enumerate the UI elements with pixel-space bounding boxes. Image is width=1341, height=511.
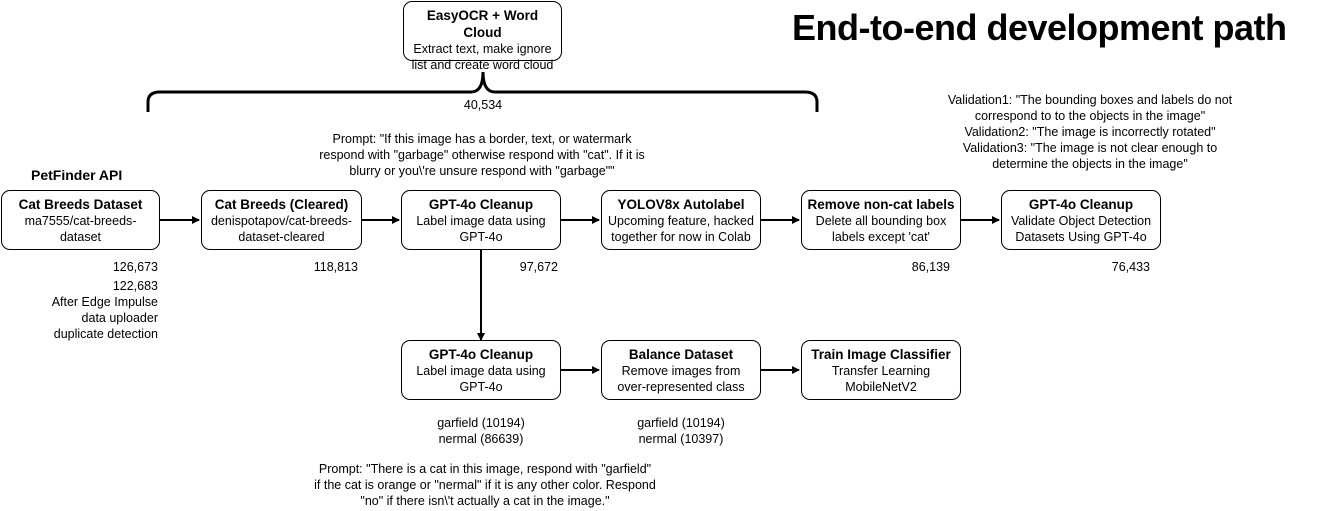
class-counts-gpt-cleanup: garfield (10194) nermal (86639)	[437, 416, 525, 446]
box-title: Cat Breeds Dataset	[18, 197, 143, 212]
easyocr-word-cloud-box: EasyOCR + Word Cloud Extract text, make …	[403, 1, 562, 72]
box-title: YOLOV8x Autolabel	[617, 197, 745, 212]
box-text: Transfer Learning MobileNetV2	[831, 364, 931, 394]
gpt-cleanup-classify-box: GPT-4o Cleanup Label image data using GP…	[401, 340, 561, 400]
count-cat-breeds-edge: 122,683	[112, 279, 158, 293]
gpt-cleanup-validate-box: GPT-4o Cleanup Validate Object Detection…	[1001, 190, 1161, 250]
remove-non-cat-labels-box: Remove non-cat labels Delete all boundin…	[801, 190, 961, 250]
balance-dataset-box: Balance Dataset Remove images from over-…	[601, 340, 761, 400]
cat-breeds-cleared-box: Cat Breeds (Cleared) denispotapov/cat-br…	[201, 190, 362, 250]
box-title: GPT-4o Cleanup	[428, 347, 534, 362]
count-cleared: 118,813	[313, 260, 358, 274]
box-text: Extract text, make ignore list and creat…	[411, 42, 554, 72]
box-title: GPT-4o Cleanup	[1028, 197, 1134, 212]
box-text: ma7555/cat-breeds-dataset	[24, 214, 137, 244]
gpt-cleanup-label-box: GPT-4o Cleanup Label image data using GP…	[401, 190, 561, 250]
box-text: denispotapov/cat-breeds-dataset-cleared	[210, 214, 353, 244]
yolov8x-autolabel-box: YOLOV8x Autolabel Upcoming feature, hack…	[601, 190, 761, 250]
box-title: Train Image Classifier	[811, 347, 951, 362]
box-text: Delete all bounding box labels except 'c…	[815, 214, 947, 244]
validation-notes: Validation1: "The bounding boxes and lab…	[947, 93, 1233, 171]
box-text: Validate Object Detection Datasets Using…	[1010, 214, 1152, 244]
box-text: Label image data using GPT-4o	[416, 364, 546, 394]
box-title: EasyOCR + Word Cloud	[426, 8, 539, 40]
count-remove-non-cat: 86,139	[911, 260, 950, 274]
box-title: Balance Dataset	[628, 347, 734, 362]
train-image-classifier-box: Train Image Classifier Transfer Learning…	[801, 340, 961, 400]
box-title: Remove non-cat labels	[807, 197, 955, 212]
edge-impulse-note: After Edge Impulse data uploader duplica…	[51, 295, 158, 341]
prompt-bottom: Prompt: "There is a cat in this image, r…	[314, 462, 656, 508]
brace-count: 40,534	[463, 98, 503, 112]
class-counts-balanced: garfield (10194) nermal (10397)	[637, 416, 725, 446]
box-text: Remove images from over-represented clas…	[617, 364, 745, 394]
page-title: End-to-end development path	[792, 7, 1287, 48]
box-title: GPT-4o Cleanup	[428, 197, 534, 212]
box-title: Cat Breeds (Cleared)	[214, 197, 349, 212]
source-label: PetFinder API	[31, 167, 123, 183]
cat-breeds-dataset-box: Cat Breeds Dataset ma7555/cat-breeds-dat…	[1, 190, 160, 250]
count-od-cleanup: 76,433	[1111, 260, 1150, 274]
box-text: Label image data using GPT-4o	[416, 214, 546, 244]
count-gpt-cleanup: 97,672	[519, 260, 558, 274]
prompt-top: Prompt: "If this image has a border, tex…	[319, 132, 645, 178]
box-text: Upcoming feature, hacked together for no…	[608, 214, 754, 244]
count-cat-breeds: 126,673	[112, 260, 158, 274]
curly-brace	[146, 71, 819, 112]
